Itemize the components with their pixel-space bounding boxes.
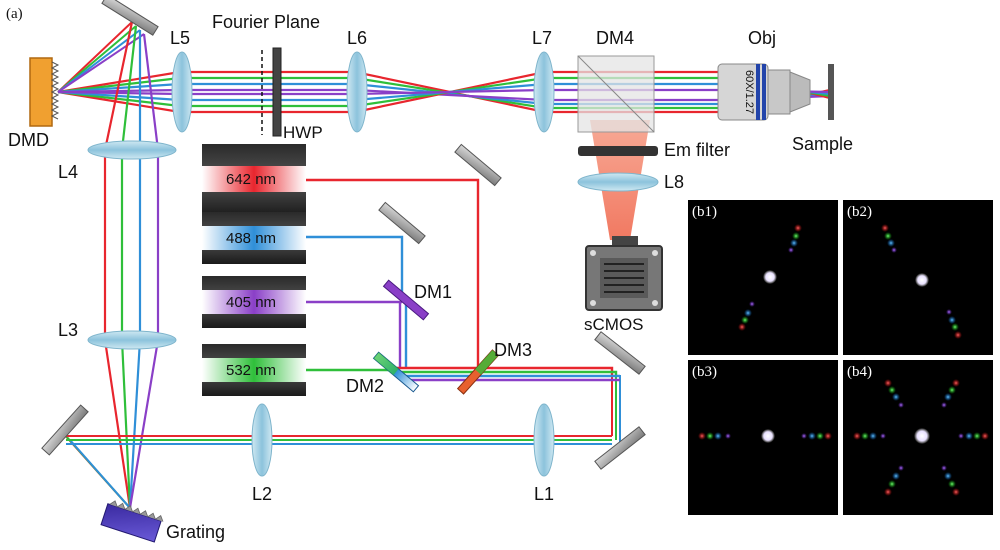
laser-642-label: 642 nm [226, 171, 276, 188]
panel-b4-label: (b4) [847, 364, 872, 380]
l4-label: L4 [58, 162, 78, 182]
laser-532: 532 nm [202, 344, 306, 396]
lens-l2 [251, 403, 273, 477]
scmos-label: sCMOS [584, 315, 644, 334]
sample-slide [828, 64, 834, 120]
panel-b1: (b1) [688, 200, 838, 355]
sample-label: Sample [792, 134, 853, 154]
laser-532-label: 532 nm [226, 362, 276, 379]
panel-b2-label: (b2) [847, 204, 872, 220]
l2-label: L2 [252, 484, 272, 504]
lens-l7 [533, 51, 555, 133]
lens-l8 [577, 172, 659, 192]
l1-label: L1 [534, 484, 554, 504]
blue-fold-mirror [378, 201, 426, 245]
lens-l5 [171, 51, 193, 133]
panel-b3: (b3) [688, 360, 838, 515]
dichroic-dm2 [372, 351, 420, 393]
dm4-label: DM4 [596, 28, 634, 48]
emission-filter [578, 146, 658, 156]
dm2-label: DM2 [346, 376, 384, 396]
bottom-left-mirror [41, 404, 89, 456]
panel-b1-label: (b1) [692, 204, 717, 220]
lens-l3 [87, 330, 177, 350]
half-wave-plate [272, 47, 282, 137]
laser-488: 488 nm [202, 212, 306, 264]
objective-lens: 60X/1.27 [717, 63, 811, 121]
dichroic-dm4 [577, 55, 655, 133]
dichroic-dm1 [382, 279, 430, 321]
bottom-beams [66, 375, 621, 445]
dm1-label: DM1 [414, 282, 452, 302]
fourier-plane-label: Fourier Plane [212, 12, 320, 32]
top-fold-mirror [101, 0, 159, 36]
l5-label: L5 [170, 28, 190, 48]
main-beam-bundle [57, 70, 831, 114]
l8-label: L8 [664, 172, 684, 192]
l7-label: L7 [532, 28, 552, 48]
panel-b3-label: (b3) [692, 364, 717, 380]
laser-combining-beams [305, 178, 620, 382]
obj-label: Obj [748, 28, 776, 48]
laser-642: 642 nm [202, 144, 306, 216]
diffraction-grating [100, 500, 164, 543]
panel-b2: (b2) [843, 200, 993, 355]
lens-l1 [533, 403, 555, 477]
grating-label: Grating [166, 522, 225, 542]
right-upper-mirror [594, 331, 646, 375]
dmd-device [29, 57, 60, 127]
objective-spec: 60X/1.27 [743, 70, 755, 114]
dm3-label: DM3 [494, 340, 532, 360]
laser-488-label: 488 nm [226, 230, 276, 247]
right-lower-mirror [594, 426, 646, 470]
dmd-to-top-mirror-beams [57, 21, 145, 93]
em-filter-label: Em filter [664, 140, 730, 160]
red-fold-mirror [454, 143, 502, 187]
laser-405-label: 405 nm [226, 294, 276, 311]
laser-405: 405 nm [202, 276, 306, 328]
l3-label: L3 [58, 320, 78, 340]
dichroic-dm3 [456, 349, 500, 395]
vertical-beams [103, 21, 160, 509]
scmos-camera [585, 236, 663, 311]
lens-l4 [87, 140, 177, 160]
hwp-label: HWP [283, 123, 323, 142]
lens-l6 [346, 51, 368, 133]
l6-label: L6 [347, 28, 367, 48]
dmd-label: DMD [8, 130, 49, 150]
panel-b4: (b4) [843, 360, 993, 515]
figure-tag: (a) [6, 6, 23, 22]
